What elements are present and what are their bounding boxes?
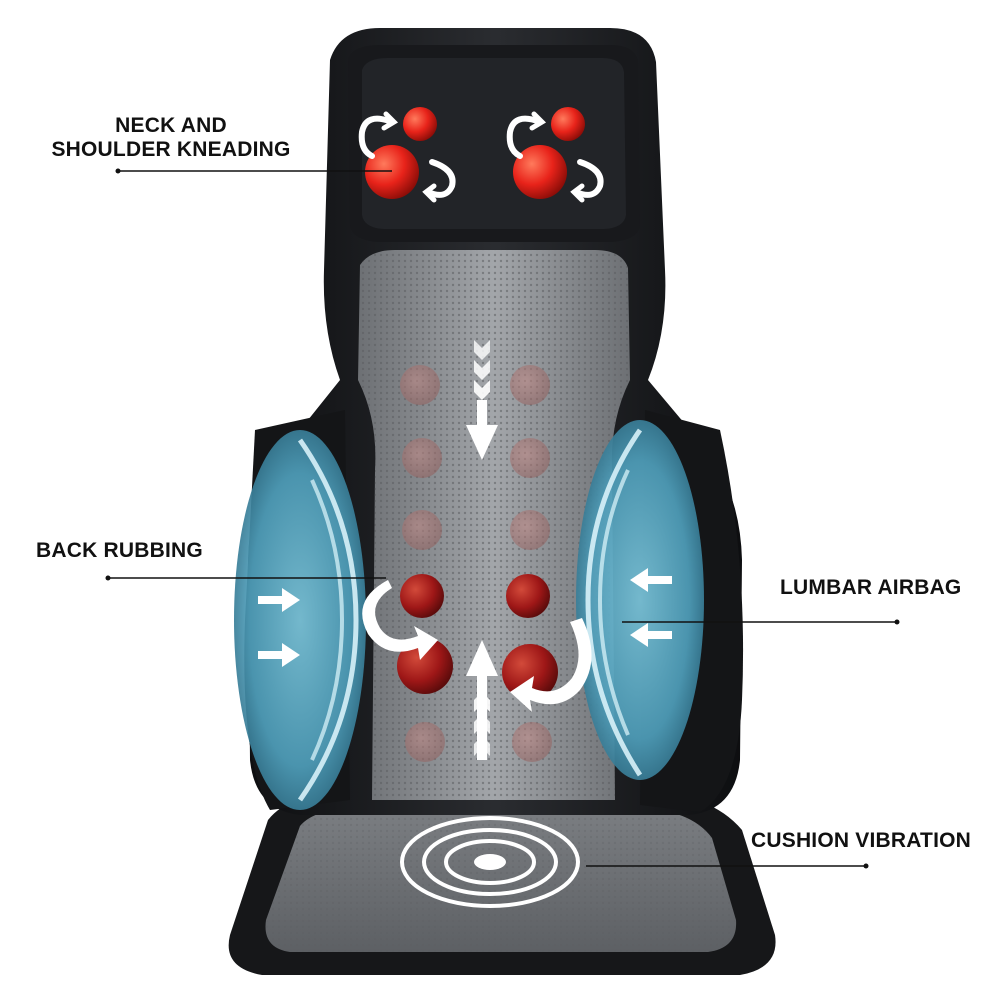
rubbing-arrow-icon xyxy=(362,580,592,712)
neck-kneading-label-line2: SHOULDER KNEADING xyxy=(51,138,291,161)
right-airbag xyxy=(576,420,704,780)
back-rubbing-label: BACK RUBBING xyxy=(36,539,203,562)
neck-kneading-label: NECK AND SHOULDER KNEADING xyxy=(36,114,306,162)
leader-lines xyxy=(105,168,900,869)
down-arrow-icon xyxy=(466,340,498,460)
back-rubbing-nodes-faded xyxy=(400,365,552,762)
lumbar-airbag-label: LUMBAR AIRBAG xyxy=(780,576,962,599)
seat-cushion xyxy=(228,792,776,975)
rotation-arrow-icon xyxy=(358,111,604,203)
neck-kneading-label-line1: NECK AND xyxy=(115,114,227,137)
back-rubbing-nodes xyxy=(397,574,558,700)
cushion-vibration-label: CUSHION VIBRATION xyxy=(751,829,972,852)
kneading-nodes xyxy=(365,107,585,199)
up-arrow-icon xyxy=(466,640,498,760)
vibration-rings-icon xyxy=(400,816,580,908)
left-airbag xyxy=(234,430,366,810)
airbag-arrow-icon xyxy=(258,568,672,667)
